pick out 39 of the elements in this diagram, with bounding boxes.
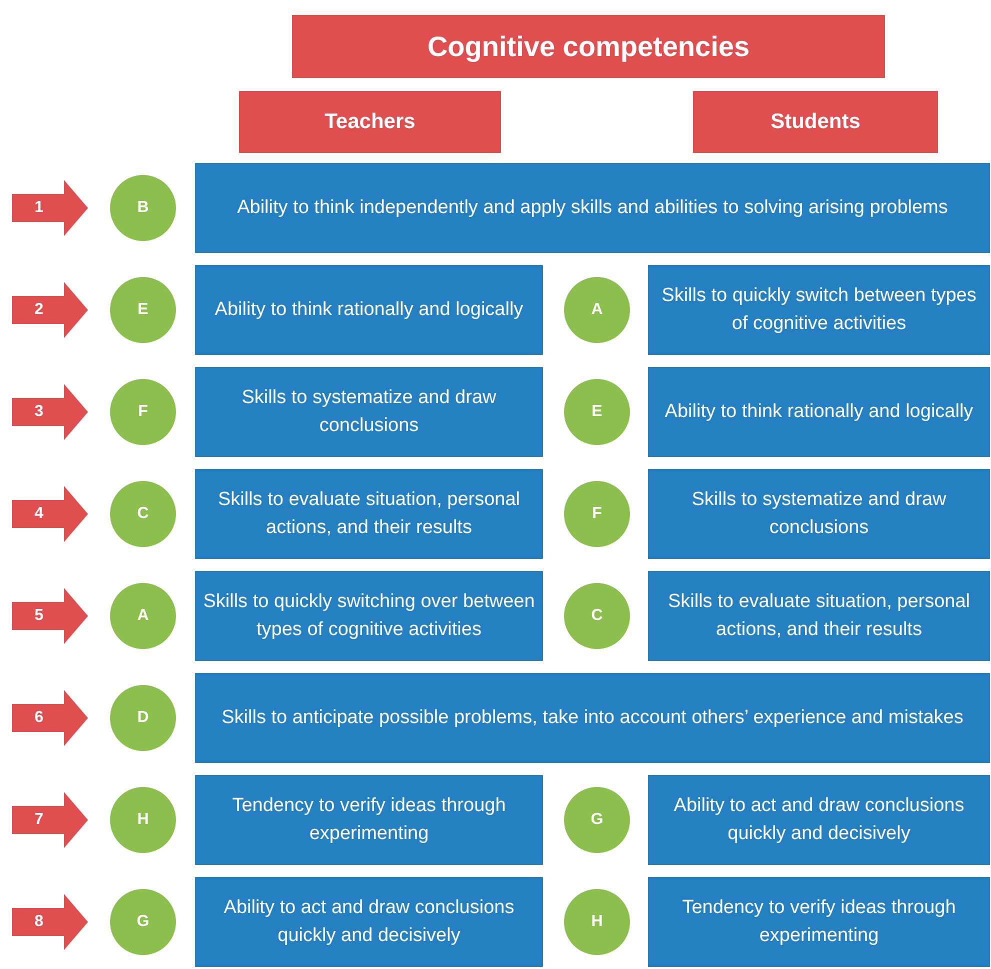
competency-box: Ability to act and draw conclusions quickly and decisively bbox=[195, 877, 543, 967]
competency-box: Ability to think independently and apply skills and abilities to solving arising problems bbox=[195, 163, 990, 253]
competency-box: Skills to evaluate situation, personal actions, and their results bbox=[648, 571, 990, 661]
letter-circle: H bbox=[564, 889, 630, 955]
letter-circle: G bbox=[564, 787, 630, 853]
letter-circle: E bbox=[110, 277, 176, 343]
competency-box: Skills to quickly switch between types of cognitive activities bbox=[648, 265, 990, 355]
competency-box: Tendency to verify ideas through experimenting bbox=[195, 775, 543, 865]
rank-arrow: 8 bbox=[12, 894, 88, 950]
competency-box: Ability to think rationally and logically bbox=[648, 367, 990, 457]
letter-circle: F bbox=[564, 481, 630, 547]
competency-box: Ability to act and draw conclusions quickly and decisively bbox=[648, 775, 990, 865]
rank-arrow: 5 bbox=[12, 588, 88, 644]
letter-circle: C bbox=[564, 583, 630, 649]
competency-box: Ability to think rationally and logically bbox=[195, 265, 543, 355]
competency-box: Skills to systematize and draw conclusions bbox=[195, 367, 543, 457]
competency-box: Skills to quickly switching over between types of cognitive activities bbox=[195, 571, 543, 661]
rank-arrow: 7 bbox=[12, 792, 88, 848]
rank-arrow: 1 bbox=[12, 180, 88, 236]
column-header: Teachers bbox=[239, 91, 501, 153]
rank-arrow: 3 bbox=[12, 384, 88, 440]
rank-arrow: 6 bbox=[12, 690, 88, 746]
letter-circle: A bbox=[110, 583, 176, 649]
letter-circle: A bbox=[564, 277, 630, 343]
letter-circle: B bbox=[110, 175, 176, 241]
letter-circle: C bbox=[110, 481, 176, 547]
letter-circle: F bbox=[110, 379, 176, 445]
letter-circle: G bbox=[110, 889, 176, 955]
letter-circle: H bbox=[110, 787, 176, 853]
rank-arrow: 2 bbox=[12, 282, 88, 338]
rank-arrow: 4 bbox=[12, 486, 88, 542]
competency-box: Skills to anticipate possible problems, take into account others’ experience and mistakes bbox=[195, 673, 990, 763]
column-header: Students bbox=[693, 91, 938, 153]
competency-box: Skills to evaluate situation, personal actions, and their results bbox=[195, 469, 543, 559]
competency-box: Tendency to verify ideas through experimenting bbox=[648, 877, 990, 967]
letter-circle: D bbox=[110, 685, 176, 751]
letter-circle: E bbox=[564, 379, 630, 445]
title-banner: Cognitive competencies bbox=[292, 15, 885, 78]
competency-box: Skills to systematize and draw conclusions bbox=[648, 469, 990, 559]
